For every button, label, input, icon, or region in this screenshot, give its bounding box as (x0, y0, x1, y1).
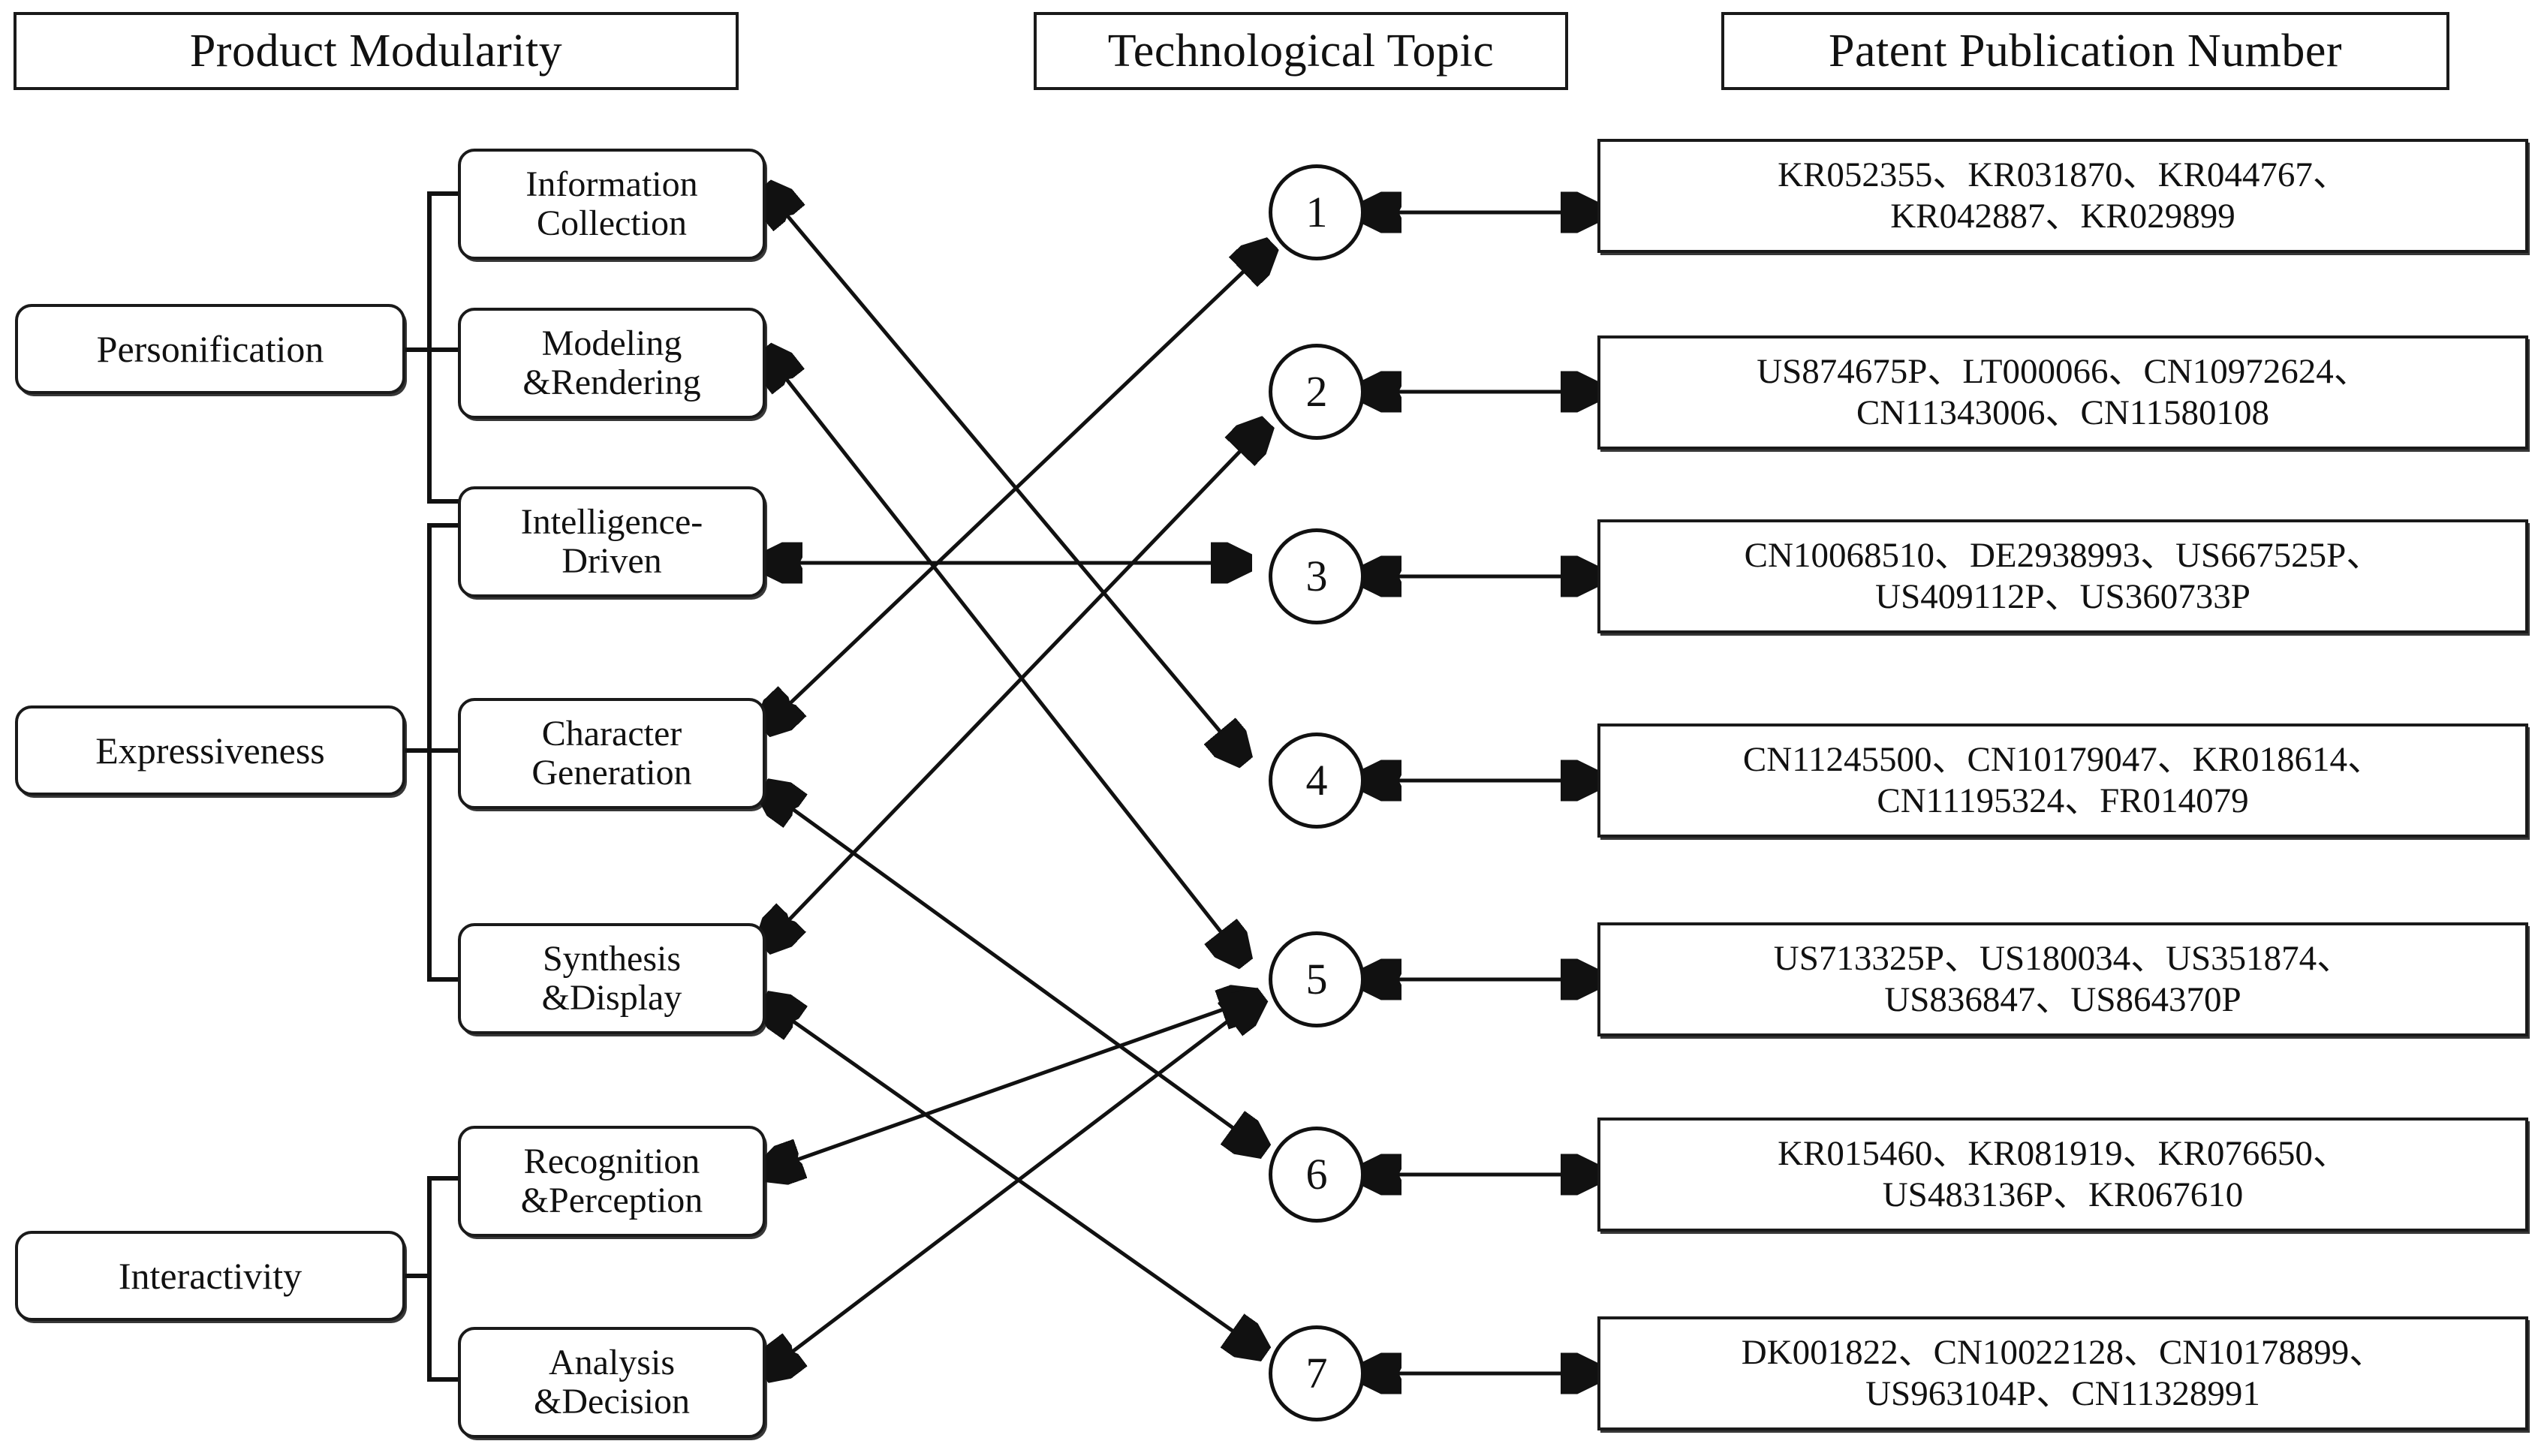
patent-line-2: US483136P、KR067610 (1882, 1175, 2244, 1214)
link-character-generation-topic-6 (766, 790, 1261, 1148)
patent-line-2: CN11343006、CN11580108 (1856, 393, 2270, 432)
header-product-modularity: Product Modularity (14, 12, 739, 90)
module-line-1: Character (541, 714, 682, 754)
module-information-collection[interactable]: Information Collection (458, 149, 766, 260)
topic-circle-6[interactable]: 6 (1269, 1127, 1365, 1223)
module-line-1: Information (525, 164, 698, 205)
header-technological-topic: Technological Topic (1034, 12, 1568, 90)
module-topic-links (766, 190, 1269, 1372)
patent-line-1: KR052355、KR031870、KR044767、 (1778, 155, 2348, 194)
module-line-2: &Decision (534, 1382, 690, 1421)
module-line-1: Analysis (549, 1343, 675, 1383)
bracket-personification (403, 191, 463, 504)
module-line-2: &Perception (520, 1181, 703, 1220)
topic-circle-5[interactable]: 5 (1269, 931, 1365, 1027)
patent-line-2: CN11195324、FR014079 (1877, 781, 2249, 820)
module-line-1: Modeling (541, 323, 682, 364)
bracket-expressiveness (403, 523, 463, 982)
module-line-2: &Display (541, 978, 682, 1018)
link-modeling-rendering-topic-5 (766, 353, 1242, 959)
module-line-1: Recognition (523, 1142, 700, 1182)
patent-line-1: CN10068510、DE2938993、US667525P、 (1744, 535, 2382, 575)
module-line-1: Synthesis (542, 939, 682, 979)
module-synthesis-display[interactable]: Synthesis &Display (458, 923, 766, 1034)
patent-box-topic-1[interactable]: KR052355、KR031870、KR044767、 KR042887、KR0… (1597, 139, 2528, 253)
header-label: Patent Publication Number (1828, 26, 2343, 77)
link-information-collection-topic-4 (766, 190, 1242, 758)
topic-label: 7 (1305, 1349, 1328, 1397)
module-modeling-rendering[interactable]: Modeling &Rendering (458, 308, 766, 419)
patent-line-2: US963104P、CN11328991 (1865, 1374, 2260, 1413)
topic-circle-3[interactable]: 3 (1269, 528, 1365, 624)
link-character-generation-topic-1 (766, 248, 1269, 726)
header-label: Product Modularity (189, 26, 563, 77)
header-patent-publication-number: Patent Publication Number (1721, 12, 2449, 90)
module-analysis-decision[interactable]: Analysis &Decision (458, 1327, 766, 1438)
link-recognition-perception-topic-5 (766, 998, 1255, 1171)
header-label: Technological Topic (1107, 26, 1495, 77)
topic-label: 5 (1305, 955, 1328, 1003)
patent-box-topic-7[interactable]: DK001822、CN10022128、CN10178899、 US963104… (1597, 1316, 2528, 1430)
patent-line-1: KR015460、KR081919、KR076650、 (1778, 1133, 2348, 1173)
module-line-2: &Rendering (522, 362, 701, 402)
patent-line-1: DK001822、CN10022128、CN10178899、 (1741, 1332, 2385, 1372)
link-analysis-decision-topic-7 (766, 998, 1258, 1372)
category-label: Interactivity (118, 1254, 303, 1297)
module-line-2: Driven (561, 541, 662, 581)
topic-circle-4[interactable]: 4 (1269, 733, 1365, 829)
category-personification[interactable]: Personification (15, 304, 405, 394)
module-character-generation[interactable]: Character Generation (458, 698, 766, 809)
module-line-2: Collection (537, 203, 687, 243)
patent-box-topic-2[interactable]: US874675P、LT000066、CN10972624、 CN1134300… (1597, 335, 2528, 450)
topic-label: 1 (1305, 188, 1328, 236)
topic-label: 4 (1305, 756, 1328, 805)
patent-box-topic-3[interactable]: CN10068510、DE2938993、US667525P、 US409112… (1597, 519, 2528, 633)
patent-line-1: US874675P、LT000066、CN10972624、 (1757, 351, 2369, 391)
category-expressiveness[interactable]: Expressiveness (15, 705, 405, 796)
module-intelligence-driven[interactable]: Intelligence- Driven (458, 486, 766, 597)
link-synthesis-display-topic-2 (766, 426, 1264, 944)
bracket-interactivity (403, 1176, 463, 1382)
patent-line-2: US836847、US864370P (1884, 980, 2241, 1019)
topic-circle-7[interactable]: 7 (1269, 1325, 1365, 1421)
module-recognition-perception[interactable]: Recognition &Perception (458, 1126, 766, 1237)
topic-label: 3 (1305, 552, 1328, 600)
topic-label: 2 (1305, 367, 1328, 416)
patent-box-topic-5[interactable]: US713325P、US180034、US351874、 US836847、US… (1597, 922, 2528, 1036)
category-label: Personification (96, 327, 324, 370)
module-line-2: Generation (531, 753, 692, 793)
patent-box-topic-6[interactable]: KR015460、KR081919、KR076650、 US483136P、KR… (1597, 1118, 2528, 1232)
topic-label: 6 (1305, 1150, 1328, 1199)
patent-line-2: KR042887、KR029899 (1890, 197, 2235, 236)
patent-line-1: US713325P、US180034、US351874、 (1773, 938, 2353, 978)
category-interactivity[interactable]: Interactivity (15, 1231, 405, 1321)
topic-circle-2[interactable]: 2 (1269, 344, 1365, 440)
patent-line-1: CN11245500、CN10179047、KR018614、 (1742, 739, 2383, 779)
topic-circle-1[interactable]: 1 (1269, 164, 1365, 260)
patent-box-topic-4[interactable]: CN11245500、CN10179047、KR018614、 CN111953… (1597, 723, 2528, 838)
topic-patent-links (1365, 212, 1596, 1373)
module-line-1: Intelligence- (520, 502, 703, 543)
patent-line-2: US409112P、US360733P (1875, 577, 2250, 616)
link-synthesis-display-topic-7 (766, 1002, 1261, 1351)
category-label: Expressiveness (95, 729, 325, 772)
